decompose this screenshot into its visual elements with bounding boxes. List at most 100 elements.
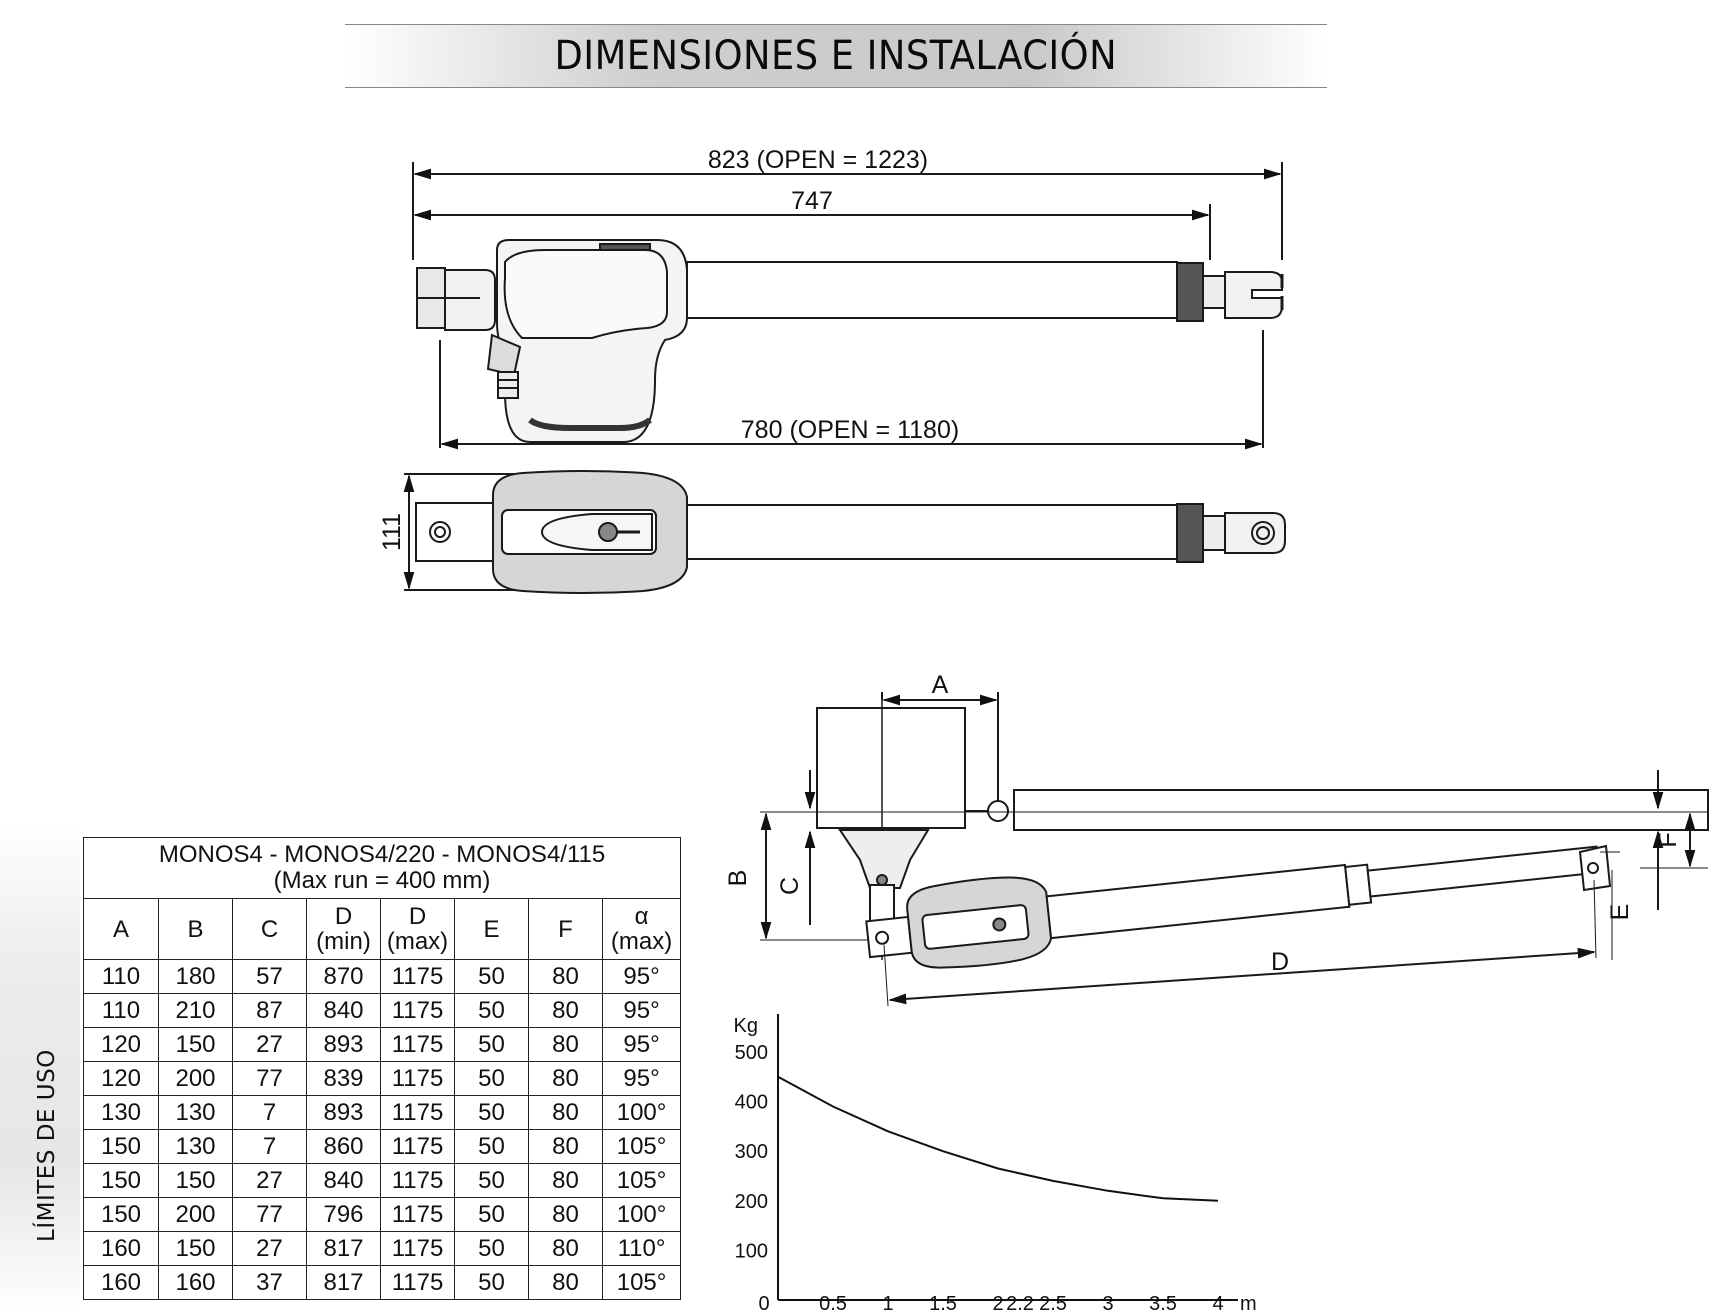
- dim-label-b: B: [724, 870, 752, 887]
- column-header-label: D: [408, 903, 427, 930]
- table-cell: 80: [528, 1129, 603, 1164]
- table-cell: 200: [158, 1061, 233, 1096]
- table-cell: 95°: [601, 1061, 682, 1096]
- chart-y-tick-label: 100: [735, 1240, 768, 1262]
- table-cell: 1175: [380, 1061, 455, 1096]
- table-cell: 50: [454, 1095, 529, 1130]
- table-cell: 87: [232, 993, 307, 1028]
- table-cell: 870: [306, 959, 381, 994]
- table-column-header: A: [83, 898, 159, 960]
- table-cell: 200: [158, 1197, 233, 1232]
- chart-x-tick-label: 1: [882, 1293, 893, 1314]
- table-cell: 27: [232, 1163, 307, 1198]
- table-cell: 80: [528, 1231, 603, 1266]
- table-cell: 1175: [380, 1265, 455, 1300]
- table-cell: 893: [306, 1027, 381, 1062]
- dim-label-d: D: [1271, 948, 1289, 976]
- table-cell: 1175: [380, 993, 455, 1028]
- table-cell: 80: [528, 1061, 603, 1096]
- table-cell: 50: [454, 959, 529, 994]
- dim-label-e: E: [1606, 904, 1634, 921]
- table-column-header: C: [232, 898, 307, 960]
- table-cell: 1175: [380, 1027, 455, 1062]
- table-cell: 893: [306, 1095, 381, 1130]
- table-cell: 160: [83, 1231, 159, 1266]
- table-cell: 50: [454, 1231, 529, 1266]
- table-cell: 1175: [380, 1197, 455, 1232]
- dim-body-length: 747: [791, 187, 833, 215]
- side-label: LÍMITES DE USO: [34, 1049, 60, 1242]
- chart-y-tick-label: 400: [735, 1092, 768, 1114]
- table-cell: 110: [83, 993, 159, 1028]
- chart-x-tick-label: 3: [1102, 1293, 1113, 1314]
- table-title-line1: MONOS4 - MONOS4/220 - MONOS4/115: [158, 841, 606, 868]
- table-cell: 796: [306, 1197, 381, 1232]
- table-cell: 27: [232, 1027, 307, 1062]
- table-cell: 80: [528, 1197, 603, 1232]
- table-cell: 50: [454, 993, 529, 1028]
- chart-y-tick-label: 500: [735, 1042, 768, 1064]
- column-header-label: A: [112, 915, 129, 943]
- table-cell: 120: [83, 1061, 159, 1096]
- chart-x-axis-label: m: [1240, 1293, 1257, 1314]
- column-header-label: α: [634, 903, 649, 930]
- table-cell: 150: [158, 1027, 233, 1062]
- table-cell: 50: [454, 1061, 529, 1096]
- table-cell: 7: [232, 1129, 307, 1164]
- table-cell: 817: [306, 1265, 381, 1300]
- table-cell: 180: [158, 959, 233, 994]
- table-cell: 1175: [380, 1095, 455, 1130]
- dim-label-f: F: [1654, 832, 1682, 847]
- table-cell: 1175: [380, 959, 455, 994]
- side-decoration: [0, 820, 80, 1314]
- table-column-header: E: [454, 898, 529, 960]
- dim-overall-length: 823 (OPEN = 1223): [708, 146, 928, 174]
- table-cell: 840: [306, 993, 381, 1028]
- table-cell: 150: [83, 1163, 159, 1198]
- table-cell: 110°: [601, 1231, 682, 1266]
- table-cell: 50: [454, 1265, 529, 1300]
- chart-y-tick-label: 300: [735, 1141, 768, 1163]
- table-column-header: D(min): [306, 898, 381, 960]
- table-cell: 150: [158, 1231, 233, 1266]
- table-cell: 100°: [601, 1095, 682, 1130]
- table-column-header: D(max): [380, 898, 455, 960]
- table-cell: 1175: [380, 1129, 455, 1164]
- chart-x-tick-label: 2.5: [1039, 1293, 1067, 1314]
- chart-y-axis-label: Kg: [734, 1015, 758, 1037]
- table-cell: 1175: [380, 1231, 455, 1266]
- section-title-band: DIMENSIONES E INSTALACIÓN: [345, 24, 1327, 88]
- table-cell: 860: [306, 1129, 381, 1164]
- table-cell: 95°: [601, 993, 682, 1028]
- dim-height: 111: [378, 513, 406, 551]
- table-cell: 100°: [601, 1197, 682, 1232]
- table-cell: 7: [232, 1095, 307, 1130]
- dim-label-a: A: [932, 671, 949, 699]
- chart-x-tick-label: 2.2: [1006, 1293, 1034, 1314]
- table-cell: 50: [454, 1027, 529, 1062]
- table-cell: 95°: [601, 959, 682, 994]
- table-cell: 57: [232, 959, 307, 994]
- table-cell: 130: [83, 1095, 159, 1130]
- table-cell: 95°: [601, 1027, 682, 1062]
- column-header-sublabel: (max): [386, 928, 449, 955]
- chart-y-tick-label: 200: [735, 1191, 768, 1213]
- table-title: MONOS4 - MONOS4/220 - MONOS4/115 (Max ru…: [82, 837, 682, 899]
- chart-series-line: [777, 1075, 1219, 1202]
- column-header-label: E: [483, 915, 500, 943]
- table-cell: 80: [528, 1265, 603, 1300]
- page-title: DIMENSIONES E INSTALACIÓN: [554, 33, 1118, 79]
- table-column-header: F: [528, 898, 603, 960]
- table-cell: 50: [454, 1129, 529, 1164]
- table-cell: 110: [83, 959, 159, 994]
- table-cell: 210: [158, 993, 233, 1028]
